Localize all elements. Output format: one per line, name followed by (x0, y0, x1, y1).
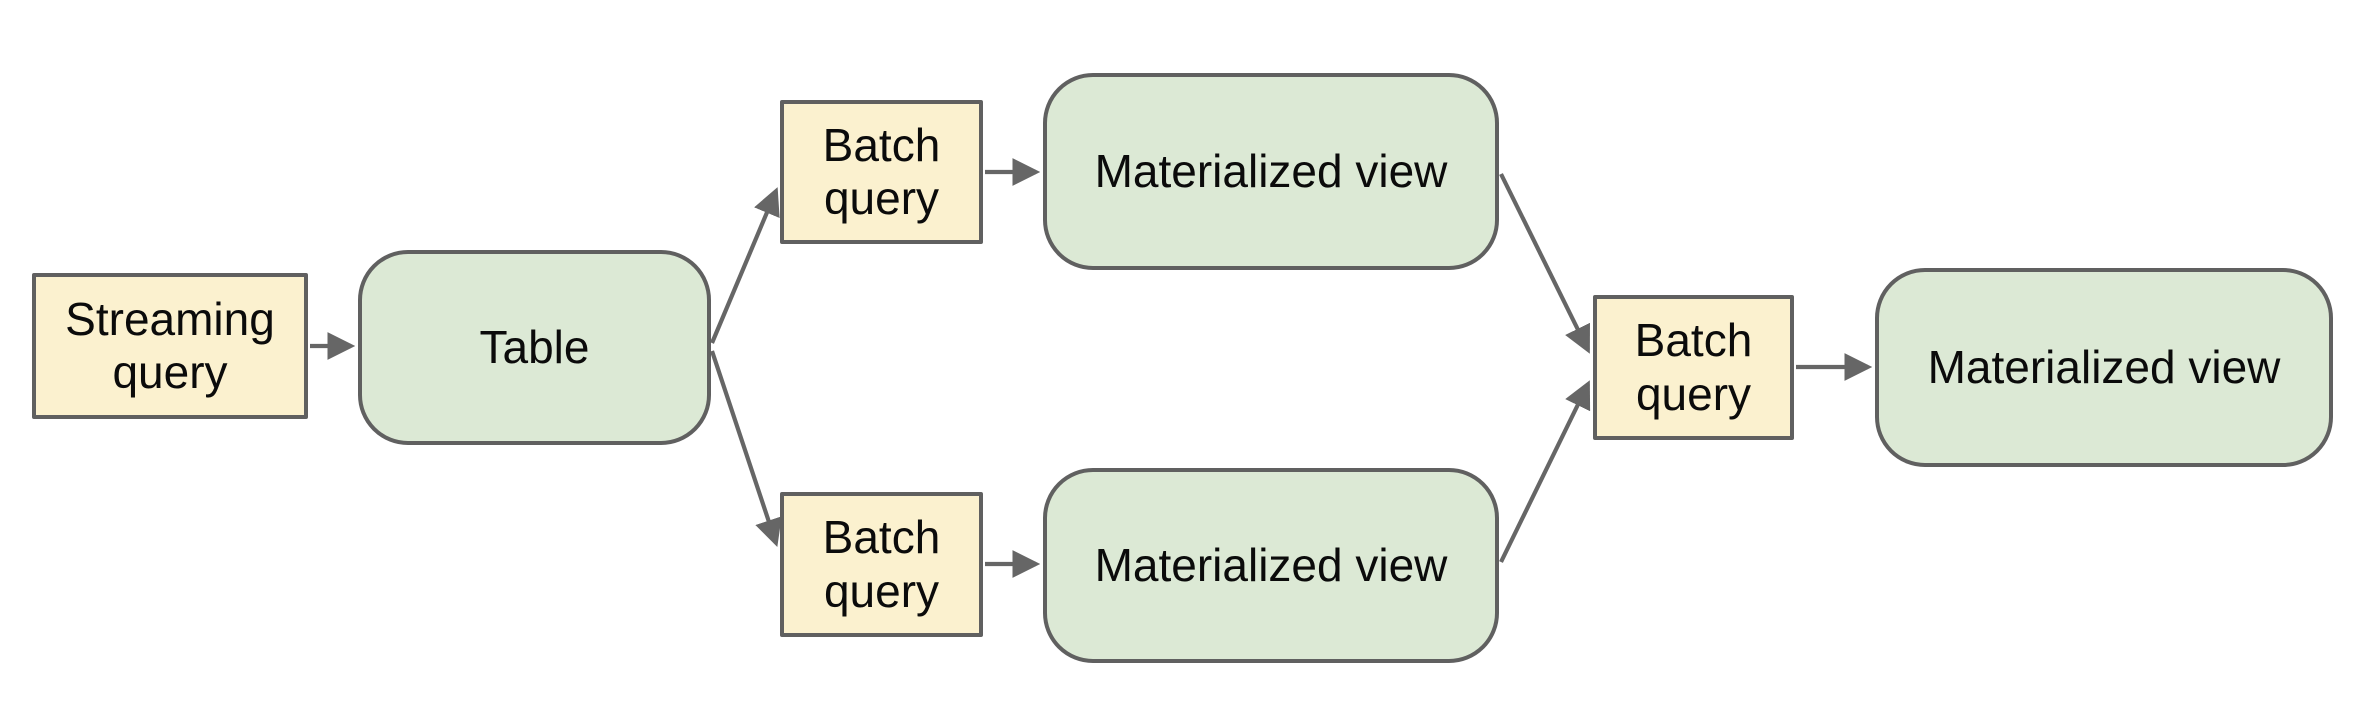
node-table: Table (358, 250, 711, 445)
edge-materialized-view-bottom-to-batch-query-right (1499, 380, 1591, 563)
edge-table-to-batch-query-bottom (710, 350, 782, 547)
node-batch-query-bottom: Batch query (780, 492, 983, 637)
edge-table-to-batch-query-top (710, 187, 780, 344)
node-label: Batch query (822, 118, 941, 224)
node-label: Batch query (822, 511, 941, 617)
node-label: Batch query (1634, 314, 1753, 420)
edge-materialized-view-top-to-batch-query-right (1499, 173, 1590, 354)
node-label: Streaming query (65, 292, 275, 398)
node-materialized-view-bottom: Materialized view (1043, 468, 1499, 663)
node-label: Table (479, 320, 590, 373)
node-batch-query-right: Batch query (1593, 295, 1794, 440)
node-label: Materialized view (1094, 538, 1448, 591)
node-materialized-view-top: Materialized view (1043, 73, 1499, 270)
node-streaming-query: Streaming query (32, 273, 308, 419)
node-label: Materialized view (1927, 340, 2281, 393)
node-label: Materialized view (1094, 144, 1448, 197)
node-materialized-view-right: Materialized view (1875, 268, 2333, 467)
node-batch-query-top: Batch query (780, 100, 983, 244)
